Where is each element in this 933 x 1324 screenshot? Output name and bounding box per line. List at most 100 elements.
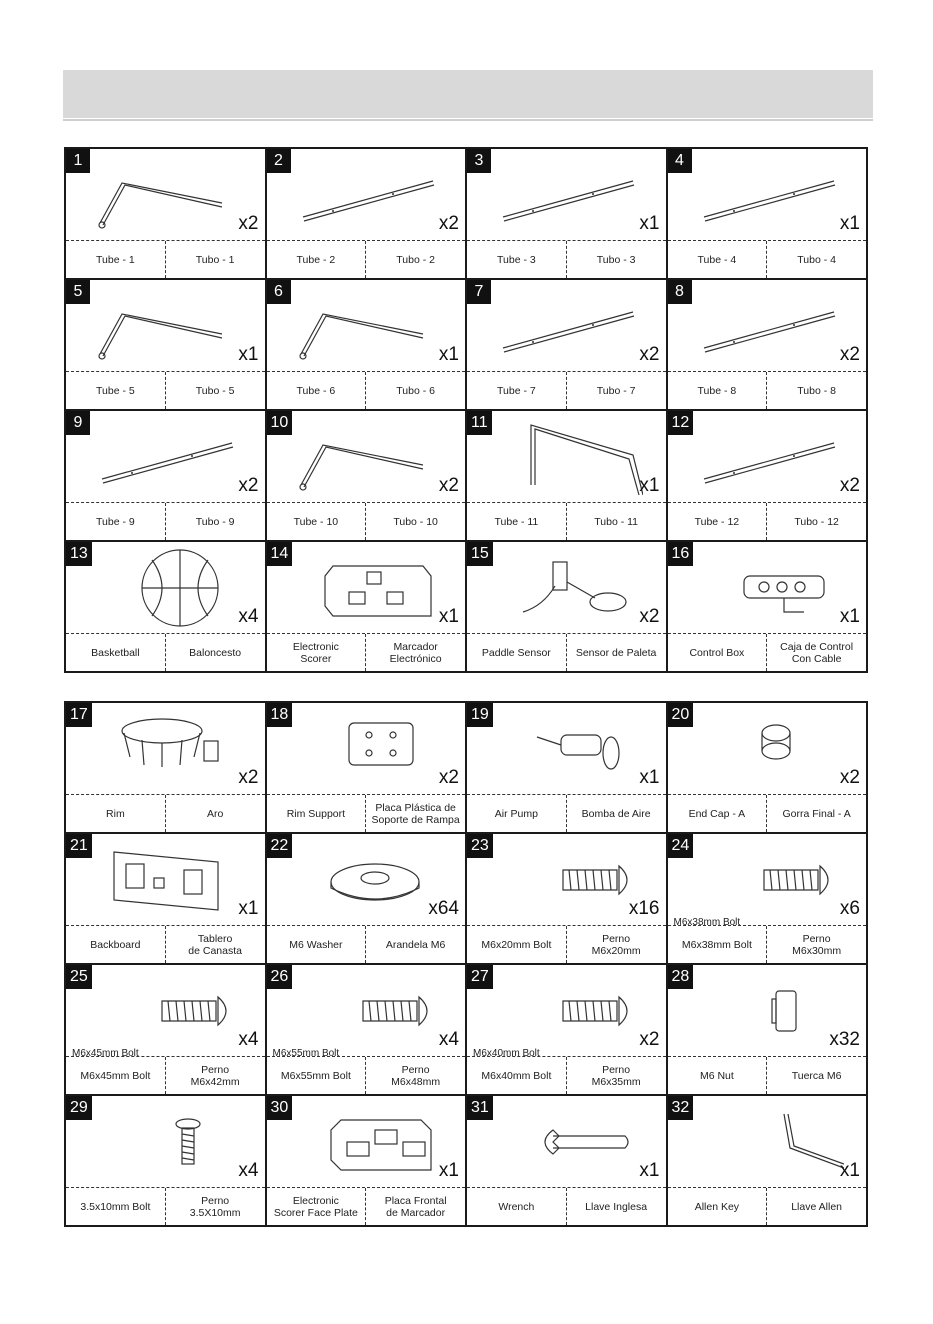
part-label-en: Electronic Scorer Face Plate	[273, 1194, 358, 1219]
part-quantity: x2	[438, 475, 459, 496]
part-number: 13	[66, 542, 92, 566]
part-quantity: x32	[829, 1029, 860, 1050]
screw-icon	[92, 1100, 242, 1186]
part-number: 27	[467, 965, 493, 989]
part-number: 32	[667, 1096, 694, 1120]
part-label-en: Tube - 3	[497, 253, 536, 266]
part-quantity: x1	[639, 213, 660, 234]
part-label-en: Tube - 6	[296, 384, 336, 397]
part-label-es: Sensor de Paleta	[565, 634, 666, 671]
part-label-es: Tablero de Canasta	[164, 926, 265, 963]
part-labels: Control Box Caja de Control Con Cable	[667, 633, 866, 671]
straight-tube-icon	[493, 284, 643, 370]
part-label-en: Tube - 2	[296, 253, 336, 266]
part-number: 15	[467, 542, 493, 566]
control-box-icon	[694, 546, 844, 632]
part-label-en: M6x38mm Bolt	[681, 938, 752, 951]
part-number: 26	[266, 965, 293, 989]
part-quantity: x1	[238, 898, 259, 919]
part-label-es: Perno M6x30mm	[766, 926, 866, 963]
part-number: 4	[667, 149, 692, 173]
part-number: 6	[266, 280, 291, 304]
part-label-es: Tubo - 10	[365, 503, 465, 540]
part-number: 9	[66, 411, 90, 435]
part-number: 31	[467, 1096, 493, 1120]
part-label-en: Tube - 1	[96, 253, 135, 266]
part-quantity: x1	[639, 475, 660, 496]
part-number: 22	[266, 834, 293, 858]
part-label-es: Tubo - 2	[365, 241, 465, 278]
backboard-icon	[92, 838, 242, 924]
part-label-en: Control Box	[689, 646, 745, 659]
part-quantity: x4	[238, 1029, 259, 1050]
face-plate-icon	[293, 1100, 443, 1186]
bolt-icon	[493, 838, 643, 924]
part-label-es: Perno M6x20mm	[565, 926, 666, 963]
part-quantity: x2	[839, 767, 860, 788]
part-number: 30	[266, 1096, 293, 1120]
part-size-caption: M6x40mm Bolt	[473, 1048, 540, 1059]
part-quantity: x1	[639, 1160, 660, 1181]
part-label-es: Perno M6x42mm	[164, 1057, 265, 1094]
part-label-es: Perno M6x35mm	[565, 1057, 666, 1094]
part-number: 16	[667, 542, 694, 566]
straight-tube-icon	[493, 153, 643, 239]
bent-tube-icon	[92, 284, 242, 370]
part-label-es: Tubo - 7	[565, 372, 666, 409]
part-label-en: Tube - 4	[697, 253, 737, 266]
part-quantity: x4	[238, 606, 259, 627]
part-label-es: Bomba de Aire	[565, 795, 666, 832]
part-size-caption: M6x45mm Bolt	[72, 1048, 139, 1059]
pump-icon	[493, 707, 643, 793]
part-label-en: Tube - 10	[293, 515, 339, 528]
part-quantity: x2	[839, 344, 860, 365]
part-label-en: Air Pump	[494, 807, 538, 820]
part-labels: Tube - 12 Tubo - 12	[667, 502, 866, 540]
part-label-en: Allen Key	[694, 1200, 740, 1213]
part-label-en: Tube - 9	[96, 515, 135, 528]
part-label-es: Tubo - 6	[365, 372, 465, 409]
part-label-en: M6x55mm Bolt	[280, 1069, 351, 1082]
part-label-en: Basketball	[91, 646, 140, 659]
wrench-icon	[493, 1100, 643, 1186]
part-quantity: x2	[438, 767, 459, 788]
part-label-en: Tube - 12	[694, 515, 740, 528]
part-label-es: Tubo - 12	[766, 503, 866, 540]
plate-icon	[293, 707, 443, 793]
frame-tube-icon	[493, 415, 644, 501]
part-label-en: Wrench	[498, 1200, 535, 1213]
straight-tube-icon	[92, 415, 242, 501]
part-label-es: Perno 3.5X10mm	[164, 1188, 265, 1225]
basketball-icon	[92, 546, 242, 632]
part-quantity: x1	[839, 1160, 860, 1181]
part-quantity: x2	[639, 344, 660, 365]
part-quantity: x1	[839, 213, 860, 234]
part-label-es: Caja de Control Con Cable	[766, 634, 866, 671]
header-bar	[63, 70, 873, 118]
bolt-icon	[493, 969, 643, 1055]
